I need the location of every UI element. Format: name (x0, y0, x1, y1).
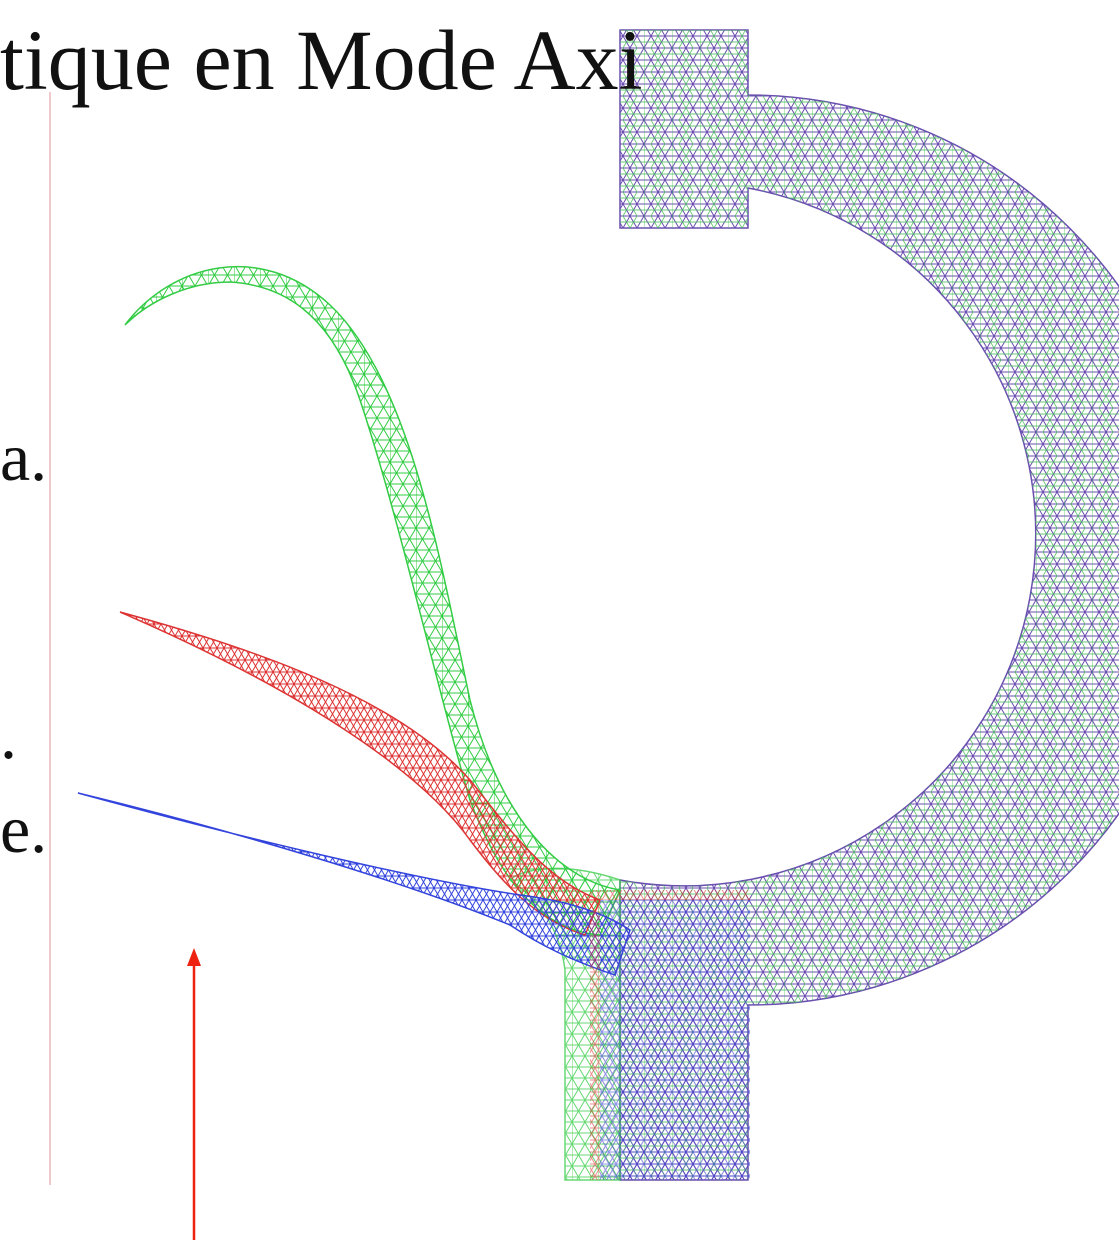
slide-title: tique en Mode Axi (0, 12, 643, 108)
left-margin-rule (49, 92, 51, 1185)
pointer-arrow (187, 948, 201, 1240)
text-fragment-2: . (0, 697, 17, 773)
red-deformed-mesh (119, 611, 602, 936)
text-fragment-3: e. (0, 791, 48, 867)
text-fragment-1: a. (0, 419, 48, 495)
green-deformed-mesh (124, 265, 622, 936)
overlap-region (590, 890, 750, 1180)
